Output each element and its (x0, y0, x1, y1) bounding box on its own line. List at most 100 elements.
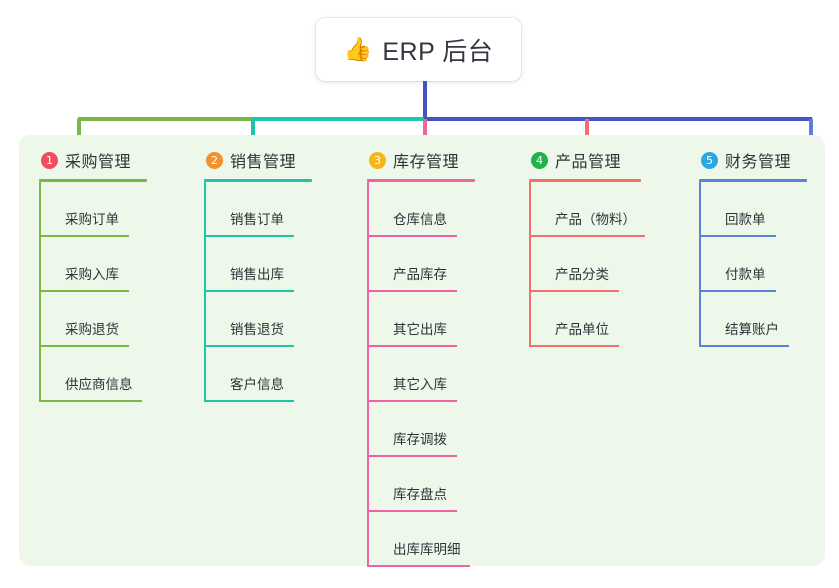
module-item-list-1: 采购订单采购入库采购退货供应商信息 (39, 182, 147, 402)
module-header-2[interactable]: 2 销售管理 (204, 147, 312, 173)
module-header-rule-4 (529, 179, 641, 182)
module-column-1: 1 采购管理采购订单采购入库采购退货供应商信息 (39, 147, 147, 402)
module-spine-1 (39, 182, 41, 402)
module-item-label: 产品单位 (555, 322, 609, 337)
module-item[interactable]: 产品库存 (367, 237, 475, 292)
module-item[interactable]: 库存调拨 (367, 402, 475, 457)
module-item-rule (701, 235, 776, 237)
module-item-label: 供应商信息 (65, 377, 133, 392)
module-item[interactable]: 其它入库 (367, 347, 475, 402)
module-item[interactable]: 采购入库 (39, 237, 147, 292)
module-title-2: 销售管理 (230, 154, 297, 171)
module-header-rule-3 (367, 179, 475, 182)
module-item-list-2: 销售订单销售出库销售退货客户信息 (204, 182, 312, 402)
module-item-rule (531, 345, 619, 347)
module-item-list-5: 回款单付款单结算账户 (699, 182, 807, 347)
module-item-label: 销售订单 (230, 212, 284, 227)
module-item-rule (206, 235, 294, 237)
root-node-label: ERP 后台 (382, 37, 494, 66)
module-item[interactable]: 客户信息 (204, 347, 312, 402)
module-item[interactable]: 产品（物料） (529, 182, 645, 237)
module-header-rule-5 (699, 179, 807, 182)
module-badge-1: 1 (41, 151, 58, 169)
module-item[interactable]: 供应商信息 (39, 347, 147, 402)
module-item-label: 付款单 (725, 267, 766, 282)
module-item-label: 库存调拨 (393, 432, 447, 447)
module-item-label: 采购退货 (65, 322, 119, 337)
module-item[interactable]: 销售订单 (204, 182, 312, 237)
module-item-rule (369, 235, 457, 237)
module-item-list-3: 仓库信息产品库存其它出库其它入库库存调拨库存盘点出库库明细 (367, 182, 475, 567)
module-title-5: 财务管理 (725, 154, 792, 171)
module-item-rule (531, 290, 619, 292)
module-header-4[interactable]: 4 产品管理 (529, 147, 641, 173)
module-item-label: 其它入库 (393, 377, 447, 392)
module-header-rule-2 (204, 179, 312, 182)
module-item-rule (701, 345, 789, 347)
modules-panel (19, 135, 825, 566)
module-item[interactable]: 库存盘点 (367, 457, 475, 512)
module-item-rule (41, 290, 129, 292)
module-item-rule (369, 400, 457, 402)
module-header-1[interactable]: 1 采购管理 (39, 147, 147, 173)
module-item[interactable]: 其它出库 (367, 292, 475, 347)
module-item-label: 回款单 (725, 212, 766, 227)
module-spine-3 (367, 182, 369, 567)
module-item-label: 结算账户 (725, 322, 779, 337)
module-item[interactable]: 销售出库 (204, 237, 312, 292)
module-item[interactable]: 结算账户 (699, 292, 807, 347)
module-item-rule (369, 455, 457, 457)
module-badge-2: 2 (206, 151, 223, 169)
module-item-label: 库存盘点 (393, 487, 447, 502)
module-item-rule (701, 290, 776, 292)
module-item-list-4: 产品（物料） 产品分类产品单位 (529, 182, 645, 347)
module-badge-4: 4 (531, 151, 548, 169)
module-item[interactable]: 付款单 (699, 237, 807, 292)
module-item[interactable]: 出库库明细 (367, 512, 475, 567)
module-title-1: 采购管理 (65, 154, 132, 171)
module-spine-5 (699, 182, 701, 347)
module-item[interactable]: 销售退货 (204, 292, 312, 347)
module-title-4: 产品管理 (555, 154, 622, 171)
module-item-rule (369, 565, 470, 567)
module-spine-4 (529, 182, 531, 347)
thumbs-up-icon: 👍 (343, 36, 373, 62)
module-header-rule-1 (39, 179, 147, 182)
module-badge-5: 5 (701, 151, 718, 169)
module-item-label: 仓库信息 (393, 212, 447, 227)
module-item-rule (531, 235, 645, 237)
module-item-label: 产品分类 (555, 267, 609, 282)
module-item-rule (41, 345, 129, 347)
module-item-label: 产品（物料） (555, 212, 636, 227)
module-item-label: 销售出库 (230, 267, 284, 282)
module-column-4: 4 产品管理产品（物料） 产品分类产品单位 (529, 147, 645, 347)
module-item-rule (41, 235, 129, 237)
module-column-3: 3 库存管理仓库信息产品库存其它出库其它入库库存调拨库存盘点出库库明细 (367, 147, 475, 567)
module-item-rule (369, 290, 457, 292)
module-item[interactable]: 采购退货 (39, 292, 147, 347)
module-item-rule (369, 345, 457, 347)
module-item-rule (206, 400, 294, 402)
module-spine-2 (204, 182, 206, 402)
module-header-3[interactable]: 3 库存管理 (367, 147, 475, 173)
module-item-label: 产品库存 (393, 267, 447, 282)
module-title-3: 库存管理 (393, 154, 460, 171)
module-item[interactable]: 回款单 (699, 182, 807, 237)
module-item-label: 其它出库 (393, 322, 447, 337)
module-item[interactable]: 产品单位 (529, 292, 641, 347)
module-column-5: 5 财务管理回款单付款单结算账户 (699, 147, 807, 347)
module-item-rule (206, 345, 294, 347)
module-item-label: 采购订单 (65, 212, 119, 227)
module-badge-3: 3 (369, 151, 386, 169)
module-item-label: 采购入库 (65, 267, 119, 282)
module-item[interactable]: 仓库信息 (367, 182, 475, 237)
module-item-rule (206, 290, 294, 292)
root-node-card[interactable]: 👍 ERP 后台 (316, 18, 521, 81)
module-item[interactable]: 产品分类 (529, 237, 641, 292)
module-item[interactable]: 采购订单 (39, 182, 147, 237)
module-item-label: 出库库明细 (393, 542, 461, 557)
module-item-rule (41, 400, 142, 402)
module-header-5[interactable]: 5 财务管理 (699, 147, 807, 173)
module-column-2: 2 销售管理销售订单销售出库销售退货客户信息 (204, 147, 312, 402)
module-item-label: 客户信息 (230, 377, 284, 392)
